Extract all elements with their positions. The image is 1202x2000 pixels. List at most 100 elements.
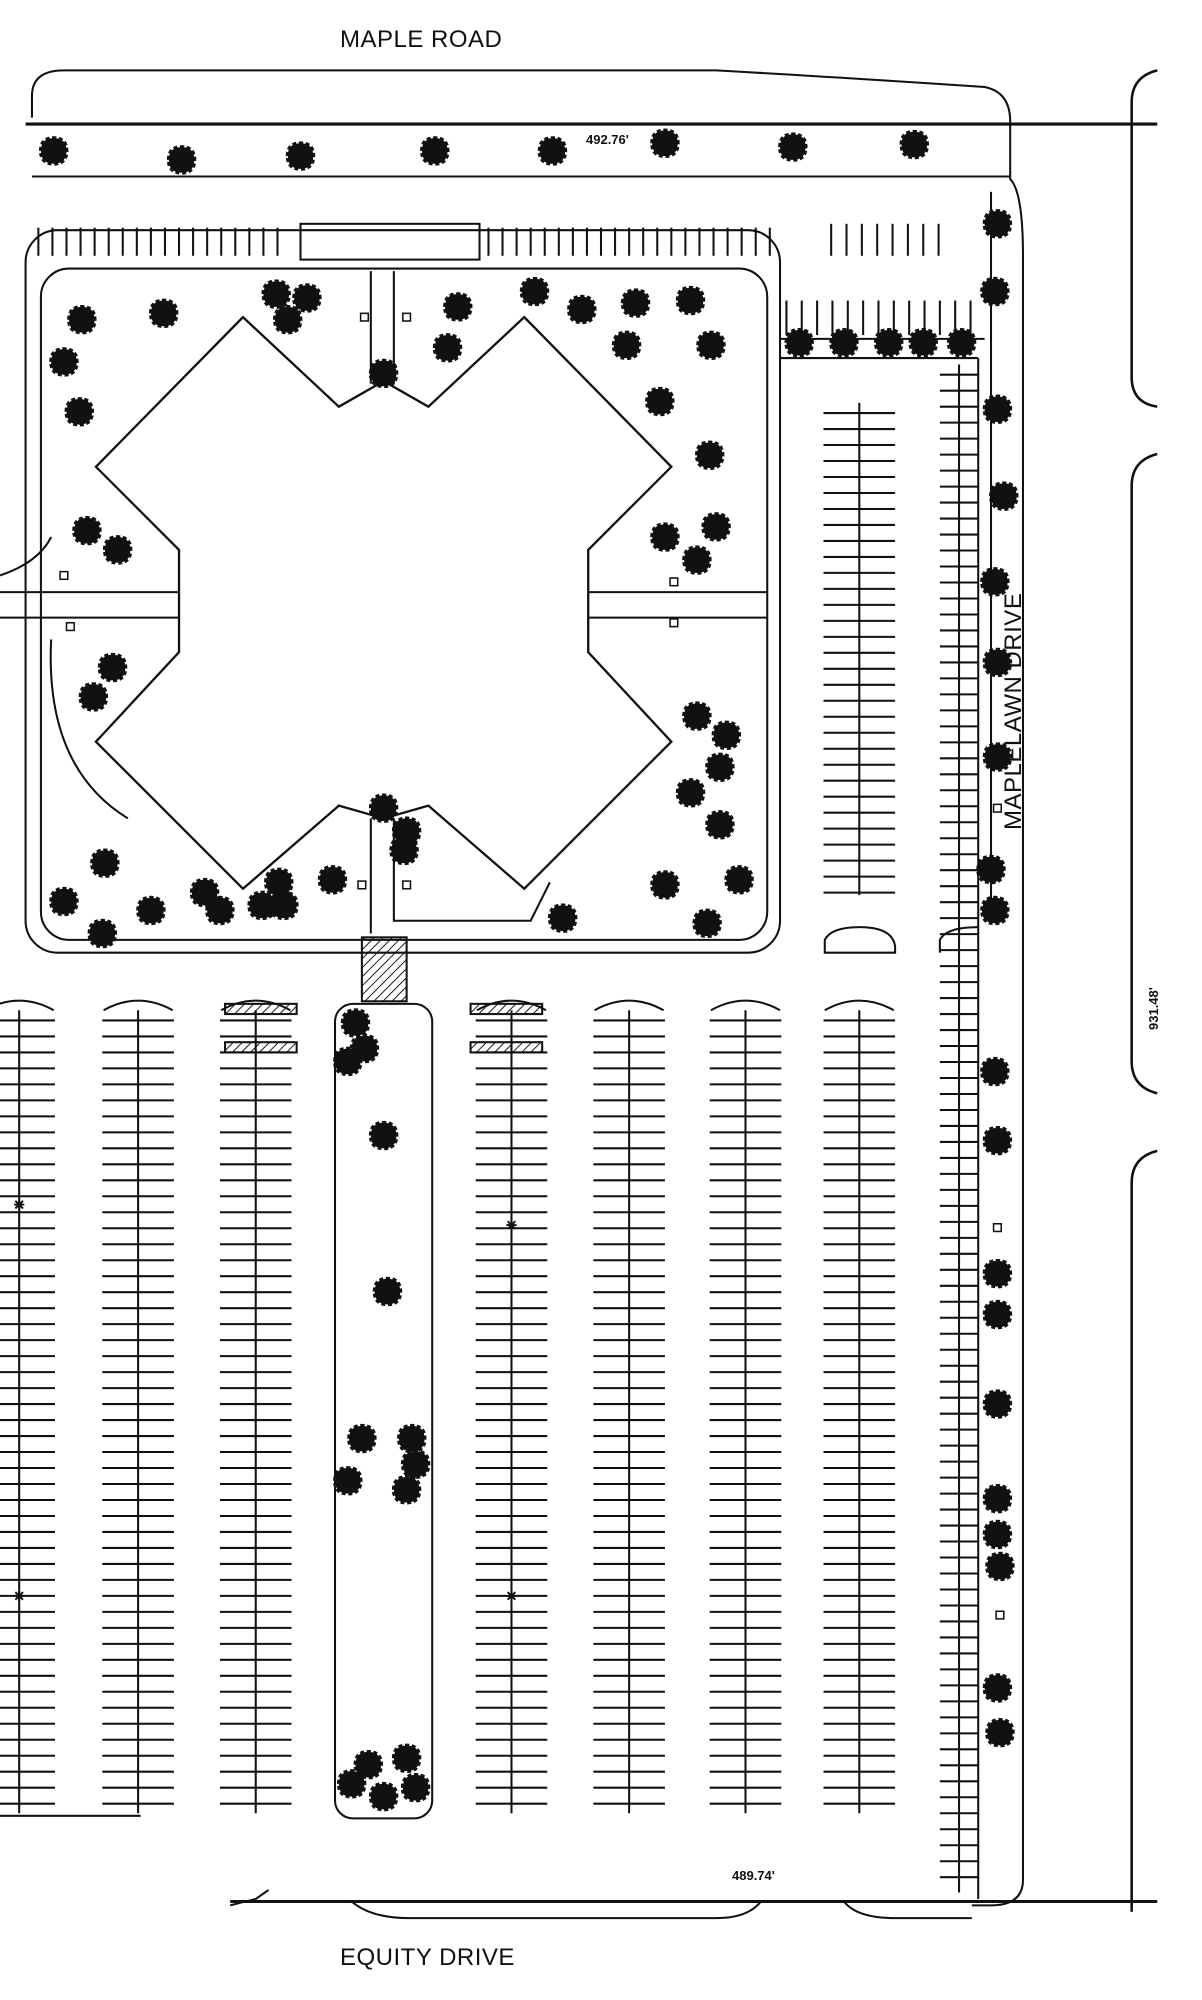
tree-icon (443, 292, 473, 322)
tree-icon (982, 394, 1013, 424)
dimension-north-frontage: 492.76' (586, 132, 629, 147)
tree-icon (682, 545, 712, 575)
tree-icon (347, 1423, 377, 1454)
light-pole-icon (992, 803, 1003, 813)
tree-icon (333, 1466, 363, 1496)
maplelawn-road-edge (1130, 1149, 1158, 1912)
tree-icon (368, 1781, 399, 1812)
landscape-median (334, 1002, 434, 1820)
tree-icon (982, 1519, 1013, 1550)
tree-icon (982, 1125, 1013, 1156)
road-curb-cut (843, 1900, 972, 1920)
light-pole-icon (995, 1610, 1005, 1620)
tree-icon (519, 276, 550, 307)
tree-icon (189, 877, 220, 908)
tree-icon (49, 886, 79, 917)
road-label-equity-drive: EQUITY DRIVE (340, 1944, 515, 1971)
tree-icon (980, 1056, 1010, 1087)
tree-icon (400, 1772, 431, 1803)
tree-icon (982, 742, 1013, 772)
tree-icon (391, 1743, 422, 1773)
parking-row-end-cap (824, 999, 895, 1012)
accessible-stall-hatch (224, 1002, 298, 1016)
tree-icon (368, 358, 399, 389)
tree-icon (985, 1718, 1015, 1748)
parking-row-end-cap (938, 926, 979, 953)
tree-icon (784, 328, 814, 358)
tree-icon (148, 298, 179, 329)
accessible-stall-hatch (469, 1002, 544, 1016)
tree-icon (908, 328, 938, 358)
drive-arc (0, 536, 129, 820)
tree-icon (264, 867, 294, 898)
tree-icon (899, 129, 929, 160)
tree-icon (711, 720, 742, 751)
tree-icon (705, 752, 735, 782)
maplelawn-road-edge (1130, 69, 1158, 408)
tree-icon (696, 330, 726, 360)
tree-icon (340, 1008, 371, 1038)
tree-icon (982, 1389, 1013, 1419)
tree-icon (980, 276, 1010, 307)
light-pole-icon (669, 618, 679, 628)
tree-icon (400, 1449, 431, 1479)
tree-icon (976, 854, 1006, 885)
tree-icon (368, 1120, 399, 1151)
road-label-maplelawn-drive: MAPLELAWN DRIVE (1000, 592, 1027, 830)
tree-icon (874, 328, 904, 358)
tree-icon (829, 328, 859, 358)
accessible-stall-hatch (224, 1041, 298, 1054)
tree-icon (946, 328, 977, 358)
tree-icon (102, 535, 133, 565)
tree-icon (136, 895, 166, 926)
light-fixture-icon (506, 1219, 517, 1231)
tree-icon (317, 865, 348, 895)
maplelawn-road-edge (1130, 452, 1158, 1095)
tree-icon (982, 1258, 1013, 1289)
tree-icon (273, 305, 303, 335)
tree-icon (72, 516, 102, 546)
light-fixture-icon (14, 1590, 25, 1601)
tree-icon (567, 294, 597, 325)
tree-icon (650, 522, 680, 552)
tree-icon (611, 330, 642, 360)
tree-icon (166, 145, 197, 175)
tree-icon (675, 778, 706, 808)
tree-icon (692, 908, 722, 938)
tree-icon (989, 481, 1019, 511)
tree-icon (269, 890, 299, 921)
tree-icon (432, 333, 463, 363)
light-pole-icon (992, 1223, 1003, 1233)
parking-row-end-cap (823, 926, 897, 954)
tree-icon (49, 347, 79, 377)
tree-icon (353, 1749, 383, 1780)
walkway-east (588, 591, 768, 619)
tree-icon (420, 136, 450, 166)
light-fixture-icon (506, 1590, 517, 1601)
tree-icon (724, 865, 754, 895)
light-fixture-icon (14, 1199, 25, 1210)
light-pole-icon (359, 312, 370, 322)
tree-icon (336, 1769, 367, 1799)
tree-icon (397, 1423, 427, 1454)
parking-row-end-cap (710, 999, 781, 1012)
tree-icon (705, 810, 735, 840)
dimension-south-frontage: 489.74' (732, 1868, 775, 1883)
tree-icon (368, 793, 399, 823)
light-pole-icon (357, 880, 367, 890)
light-pole-icon (65, 622, 75, 632)
tree-icon (701, 512, 731, 542)
tree-icon (39, 136, 69, 166)
tree-icon (90, 848, 120, 878)
dimension-east-frontage: 931.48' (1146, 987, 1161, 1030)
tree-icon (645, 386, 675, 417)
tree-icon (285, 141, 316, 171)
light-pole-icon (669, 577, 679, 587)
accessible-stall-hatch (469, 1041, 544, 1054)
tree-icon (694, 440, 725, 470)
entrance-plaza (360, 936, 408, 1003)
tree-icon (389, 835, 419, 866)
tree-icon (547, 903, 578, 933)
